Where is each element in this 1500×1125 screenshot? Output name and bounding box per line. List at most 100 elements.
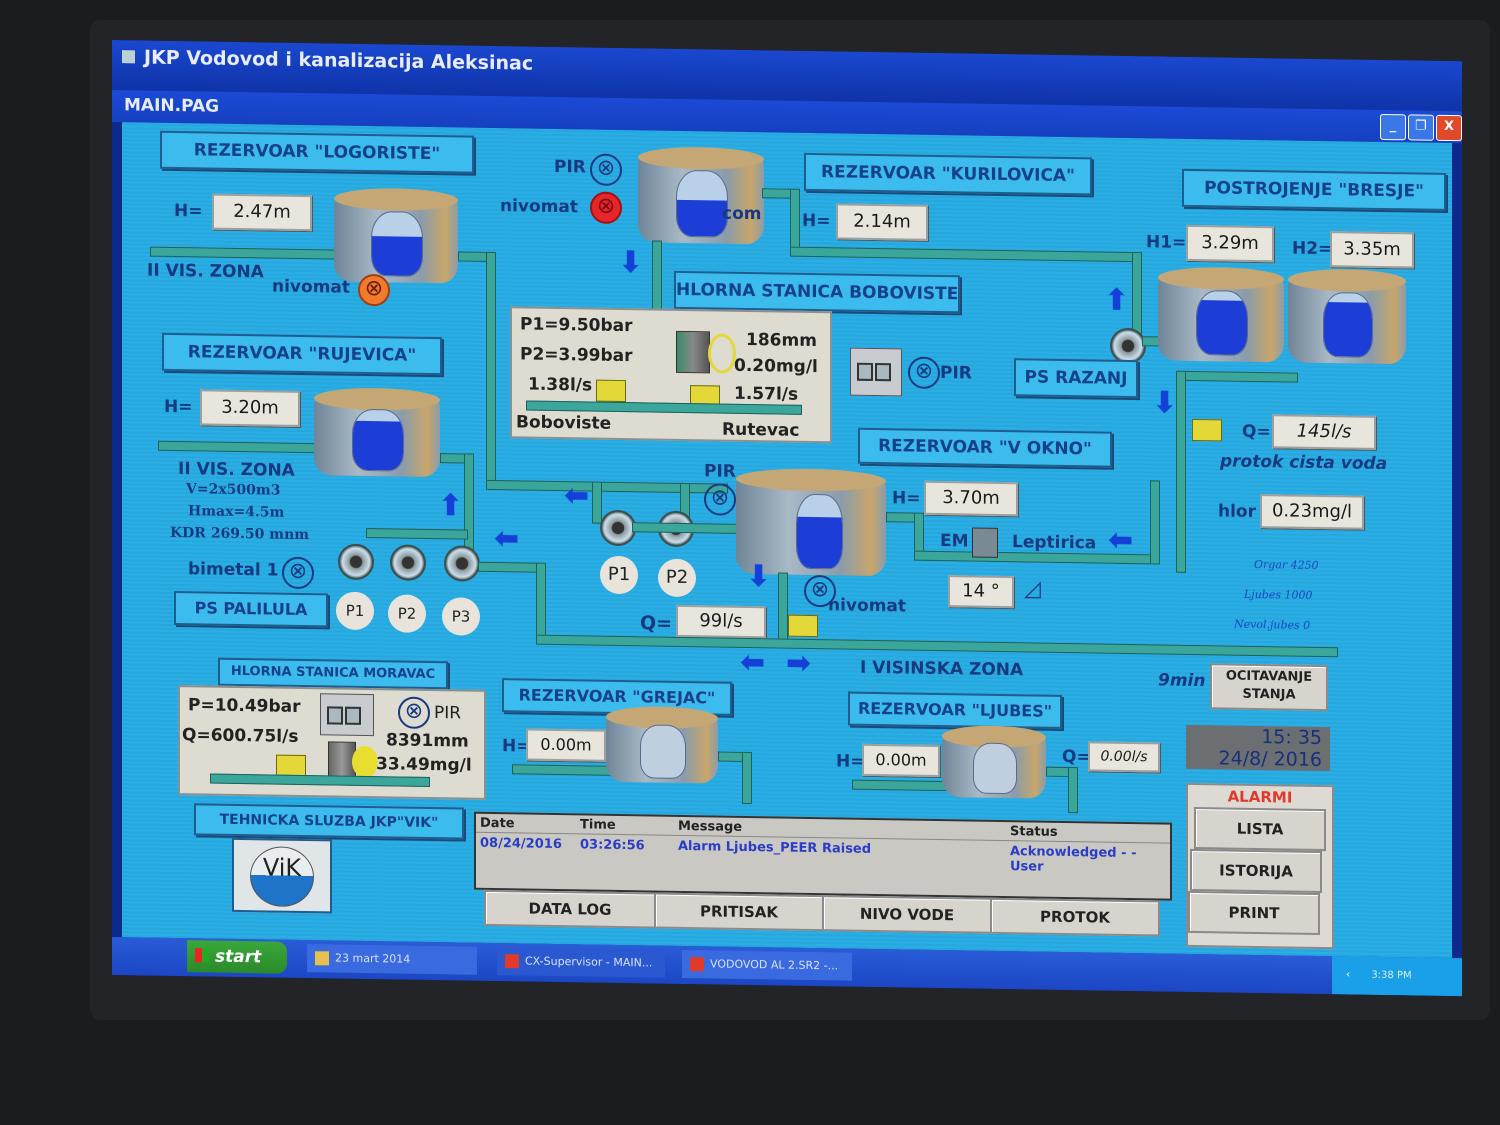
col-time: Time: [580, 817, 616, 833]
close-button[interactable]: X: [1436, 114, 1462, 142]
tehnicka-sluzba-title: TEHNICKA SLUZBA JKP"VIK": [194, 803, 464, 840]
v-okno-p2[interactable]: P2: [658, 558, 696, 598]
istorija-button[interactable]: ISTORIJA: [1190, 848, 1322, 894]
chlorinator-icon: [676, 330, 710, 374]
bresje-title[interactable]: POSTROJENJE "BRESJE": [1182, 168, 1446, 211]
pressure-p1: P1=9.50bar: [520, 314, 633, 337]
hlorna-boboviste-panel: P1=9.50bar P2=3.99bar 1.38l/s 186mm 0.20…: [510, 306, 832, 444]
electromagnetic-valve-icon[interactable]: [972, 527, 998, 558]
kurilovica-title[interactable]: REZERVOAR "KURILOVICA": [804, 152, 1092, 196]
data-log-button[interactable]: DATA LOG: [484, 889, 656, 929]
pump-p2-icon[interactable]: [390, 544, 426, 581]
alarm-table: Date Time Message Status 08/24/2016 03:2…: [474, 811, 1172, 901]
logoriste-nivomat-label: nivomat: [272, 276, 351, 298]
app-icon: [122, 50, 135, 64]
boboviste-label: Boboviste: [516, 412, 612, 434]
taskbar-item-cx-supervisor[interactable]: CX-Supervisor - MAIN...: [497, 947, 665, 978]
bresje-hlor-label: hlor: [1218, 501, 1256, 522]
hlorna-boboviste-title[interactable]: HLORNA STANICA BOBOVISTE: [674, 270, 960, 314]
bresje-tank-1: [1158, 266, 1284, 363]
kurilovica-h-label: H=: [802, 210, 831, 232]
pipe: [1176, 370, 1298, 383]
pipe: [478, 561, 540, 573]
task-label: 23 mart 2014: [335, 951, 411, 966]
nivo-vode-button[interactable]: NIVO VODE: [822, 895, 992, 934]
tray-expand-icon[interactable]: ‹: [1346, 969, 1351, 981]
ljubes-title[interactable]: REZERVOAR "LJUBES": [848, 691, 1062, 729]
pump-icon: [1110, 327, 1146, 365]
pump-p1-icon[interactable]: [600, 509, 636, 547]
col-status: Status: [1010, 824, 1058, 840]
lista-button[interactable]: LISTA: [1194, 806, 1326, 852]
alarm-row-date[interactable]: 08/24/2016: [480, 835, 562, 853]
bresje-hlor-value: 0.23mg/l: [1260, 494, 1364, 530]
logoriste-h-value: 2.47m: [212, 193, 312, 232]
leptirica-label: Leptirica: [1012, 532, 1097, 554]
rujevica-title[interactable]: REZERVOAR "RUJEVICA": [162, 332, 442, 376]
hlorna-moravac-title[interactable]: HLORNA STANICA MORAVAC: [218, 657, 448, 690]
alarm-row-time[interactable]: 03:26:56: [580, 837, 645, 854]
bresje-tank-2: [1288, 268, 1406, 365]
chlorine-tank-icon: [708, 333, 736, 374]
windows-flag-icon: [195, 948, 209, 963]
pipe: [592, 481, 602, 524]
logoriste-title[interactable]: REZERVOAR "LOGORISTE": [160, 130, 474, 174]
flowmeter-icon: [596, 379, 626, 403]
pipe: [158, 440, 320, 454]
system-tray: ‹ 3:38 PM: [1332, 956, 1462, 997]
ljubes-h-label: H=: [836, 751, 865, 772]
v-okno-title[interactable]: REZERVOAR "V OKNO": [858, 427, 1112, 468]
ps-palilula-p1[interactable]: P1: [336, 591, 374, 631]
alarm-row-message[interactable]: Alarm Ljubes_PEER Raised: [678, 838, 872, 857]
nivomat-alarm-icon: ⊗: [590, 191, 622, 225]
task-label: CX-Supervisor - MAIN...: [525, 954, 653, 970]
v-okno-p1[interactable]: P1: [600, 555, 638, 595]
ocitavanje-stanja-button[interactable]: OCITAVANJE STANJA: [1210, 663, 1328, 712]
window-title: JKP Vodovod i kanalizacija Aleksinac: [144, 46, 534, 75]
pipe: [210, 773, 430, 787]
rujevica-h-label: H=: [164, 396, 193, 418]
pump-p1-icon[interactable]: [338, 543, 374, 581]
taskbar-item-folder[interactable]: 23 mart 2014: [307, 944, 477, 975]
bimetal-label: bimetal 1: [188, 559, 279, 581]
cx-supervisor-icon: [505, 954, 519, 969]
start-button[interactable]: start: [187, 940, 287, 974]
pipe: [512, 764, 614, 776]
rujevica-h-value: 3.20m: [200, 389, 300, 427]
ps-palilula-p3[interactable]: P3: [442, 597, 480, 636]
moravac-pir-label: PIR: [434, 703, 462, 724]
minimize-button[interactable]: _: [1380, 113, 1406, 141]
angle-icon: ◿: [1024, 576, 1041, 602]
right-arrow-icon: ➡: [786, 645, 812, 681]
ps-palilula-p2[interactable]: P2: [388, 594, 426, 633]
pritisak-button[interactable]: PRITISAK: [654, 892, 824, 932]
print-button[interactable]: PRINT: [1188, 890, 1320, 935]
rutevac-label: Rutevac: [722, 419, 800, 441]
pipe: [778, 572, 788, 643]
pir-indicator-icon: ⊗: [704, 483, 736, 516]
rujevica-tank: [314, 387, 440, 478]
ps-palilula-title[interactable]: PS PALILULA: [174, 590, 328, 628]
control-cabinet-icon: [320, 693, 374, 737]
alarm-row-status[interactable]: Acknowledged - - User: [1010, 844, 1137, 875]
info-line-3: Nevol.jubes 0: [1234, 617, 1311, 632]
pipe: [536, 562, 546, 641]
clock-date: 24/8/ 2016: [1218, 747, 1322, 772]
left-arrow-icon: ⬅: [740, 644, 766, 681]
ps-razanj-pir-label: PIR: [940, 363, 972, 384]
bresje-q-caption: protok cista voda: [1220, 451, 1388, 475]
zone-label: I VISINSKA ZONA: [860, 657, 1024, 681]
taskbar-item-vodovod[interactable]: VODOVOD AL 2.SR2 -...: [682, 949, 852, 981]
v-okno-h-label: H=: [892, 488, 921, 509]
alarmi-group: ALARMI LISTA ISTORIJA PRINT: [1186, 782, 1334, 950]
protok-button[interactable]: PROTOK: [990, 897, 1160, 937]
restore-button[interactable]: ❐: [1408, 114, 1434, 141]
v-okno-nivomat-label: nivomat: [828, 595, 907, 617]
pipe: [1068, 767, 1078, 814]
process-canvas: REZERVOAR "LOGORISTE" H= 2.47m II VIS. Z…: [122, 122, 1452, 959]
ljubes-tank: [942, 725, 1046, 799]
pump-p3-icon[interactable]: [444, 545, 480, 582]
ps-razanj-title[interactable]: PS RAZANJ: [1014, 358, 1138, 399]
bresje-q-value: 145l/s: [1272, 414, 1376, 450]
page-name: MAIN.PAG: [124, 95, 220, 117]
